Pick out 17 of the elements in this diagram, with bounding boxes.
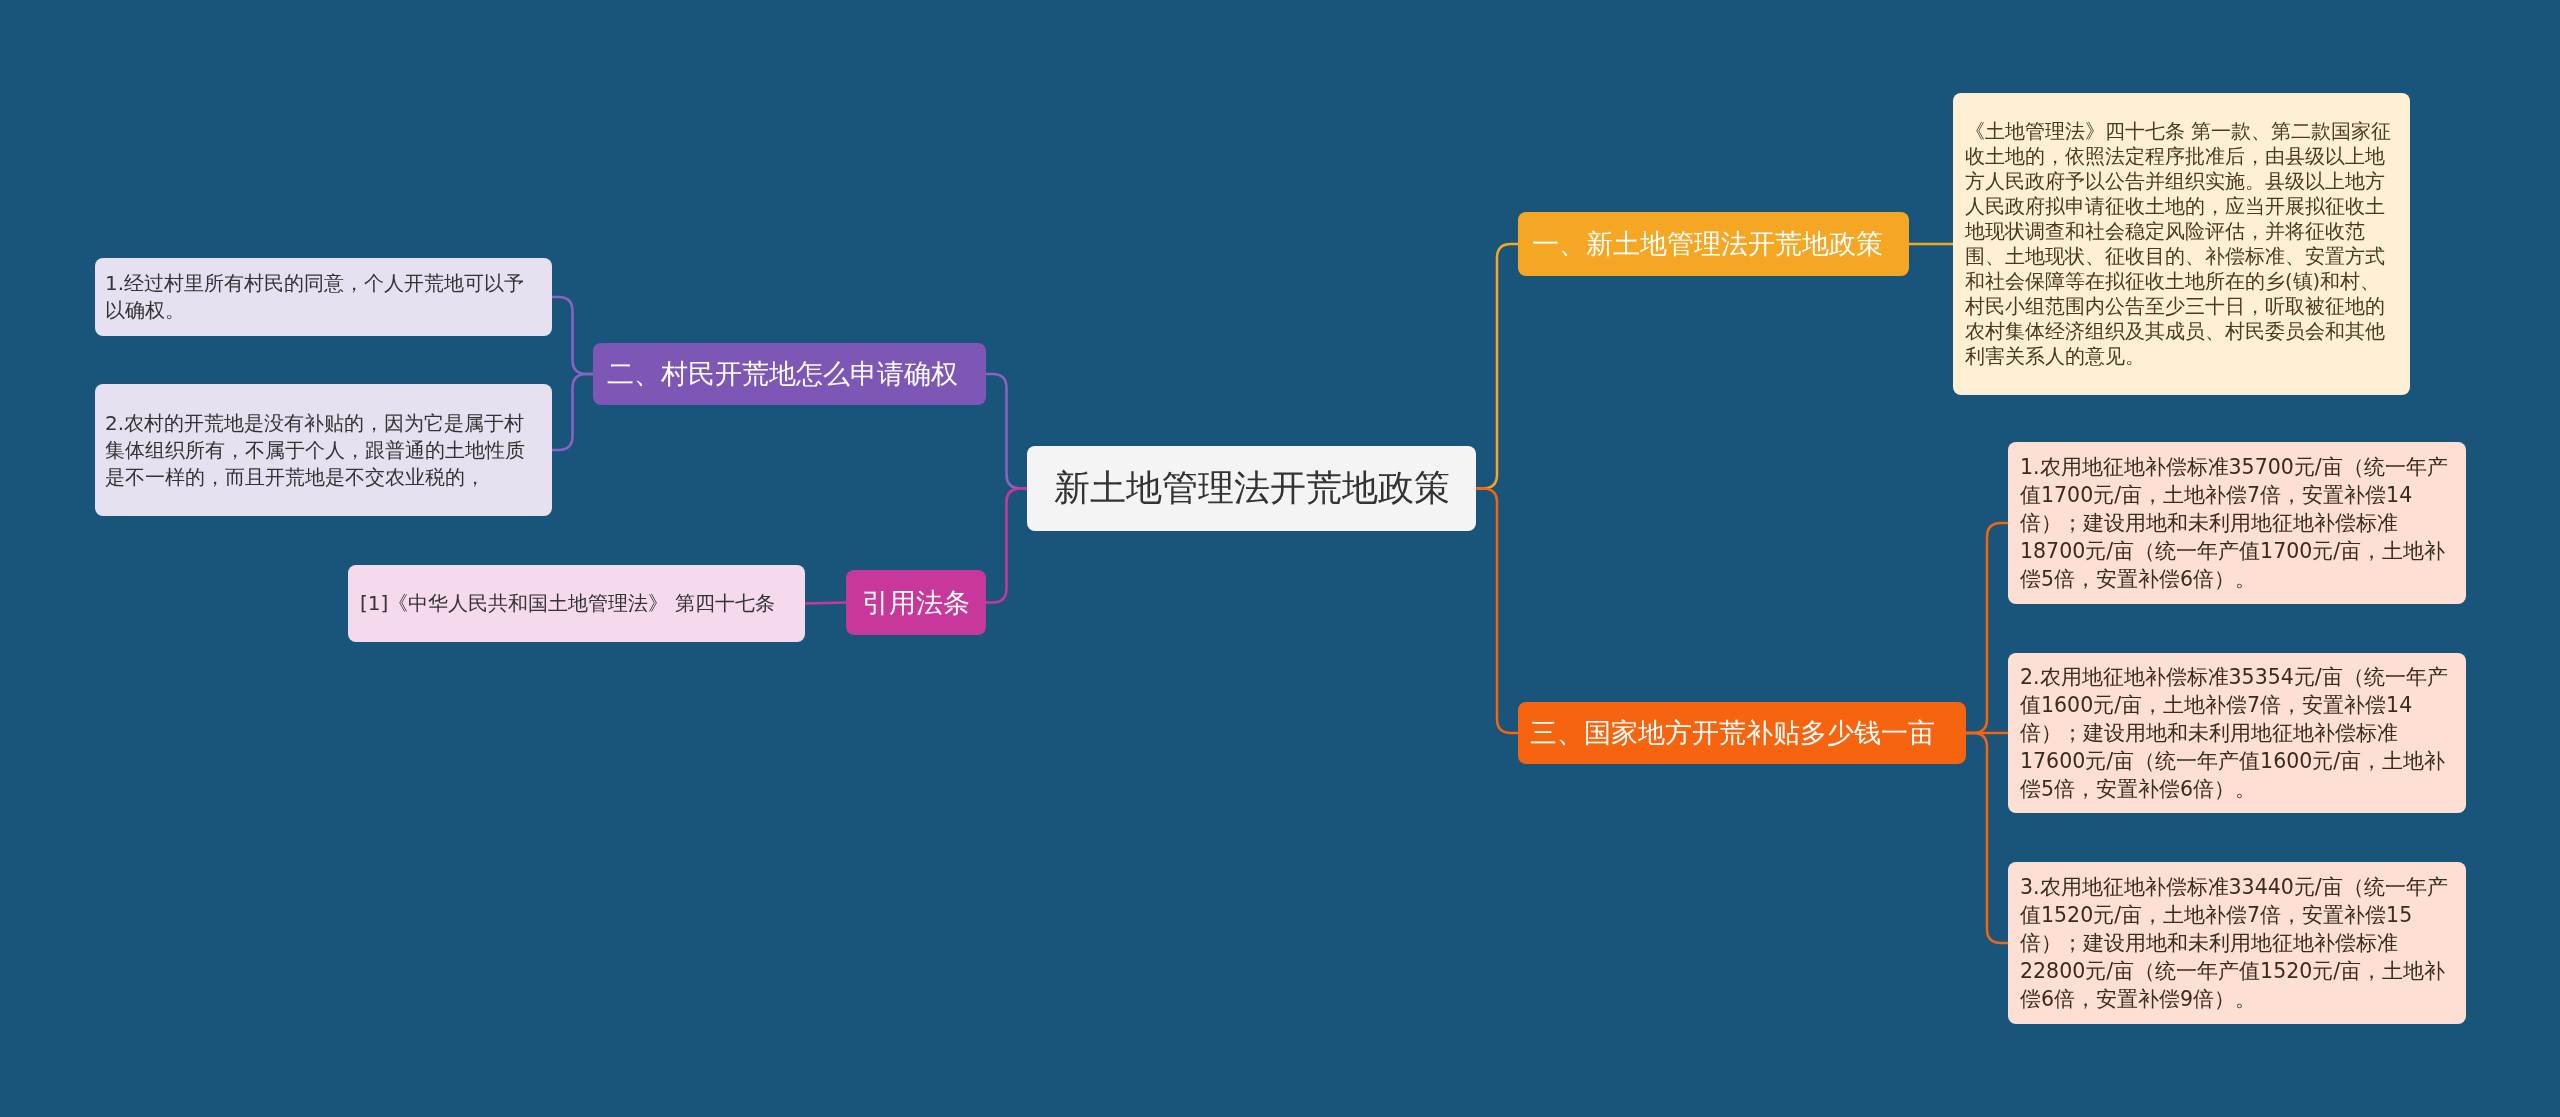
connector-line (1909, 242, 1953, 246)
note-box: [1]《中华人民共和国土地管理法》 第四十七条 (348, 565, 805, 642)
note-box: 1.经过村里所有村民的同意，个人开荒地可以予以确权。 (95, 258, 552, 336)
note-box: 1.农用地征地补偿标准35700元/亩（统一年产值1700元/亩，土地补偿7倍，安置补偿14倍）；建设用地和未利用地征地补偿标准18700元/亩（统一年产值1700元/亩，土地补偿5倍，安置补偿6倍）。 (2008, 442, 2466, 604)
connector-line (1476, 487, 1518, 735)
root-topic-box: 新土地管理法开荒地政策 (1027, 446, 1476, 531)
branch-topic-box: 二、村民开荒地怎么申请确权 (593, 343, 986, 405)
note-box: 3.农用地征地补偿标准33440元/亩（统一年产值1520元/亩，土地补偿7倍，安置补偿15倍）；建设用地和未利用地征地补偿标准22800元/亩（统一年产值1520元/亩，土地补偿6倍，安置补偿9倍）。 (2008, 862, 2466, 1024)
branch-topic-box: 引用法条 (846, 570, 986, 635)
branch-topic-box: 三、国家地方开荒补贴多少钱一亩 (1518, 702, 1966, 764)
note-box: 2.农用地征地补偿标准35354元/亩（统一年产值1600元/亩，土地补偿7倍，安置补偿14倍）；建设用地和未利用地征地补偿标准17600元/亩（统一年产值1600元/亩，土地补偿5倍，安置补偿6倍）。 (2008, 653, 2466, 813)
note-box: 2.农村的开荒地是没有补贴的，因为它是属于村集体组织所有，不属于个人，跟普通的土地性质是不一样的，而且开荒地是不交农业税的， (95, 384, 552, 516)
note-box: 《土地管理法》四十七条 第一款、第二款国家征收土地的，依照法定程序批准后，由县级以上地方人民政府予以公告并组织实施。县级以上地方人民政府拟申请征收土地的，应当开展拟征收土地现状调查和社会稳定风险评估，并将征收范围、土地现状、征收目的、补偿标准、安置方式和社会保障等在拟征收土地所在的乡(镇)和村、村民小组范围内公告至少三十日，听取被征地的农村集体经济组织及其成员、村民委员会和其他利害关系人的意见。 (1953, 93, 2410, 395)
branch-topic-box: 一、新土地管理法开荒地政策 (1518, 212, 1909, 276)
connector-line (804, 601, 847, 605)
connector-line (986, 487, 1027, 604)
connector-line (1966, 731, 2008, 945)
